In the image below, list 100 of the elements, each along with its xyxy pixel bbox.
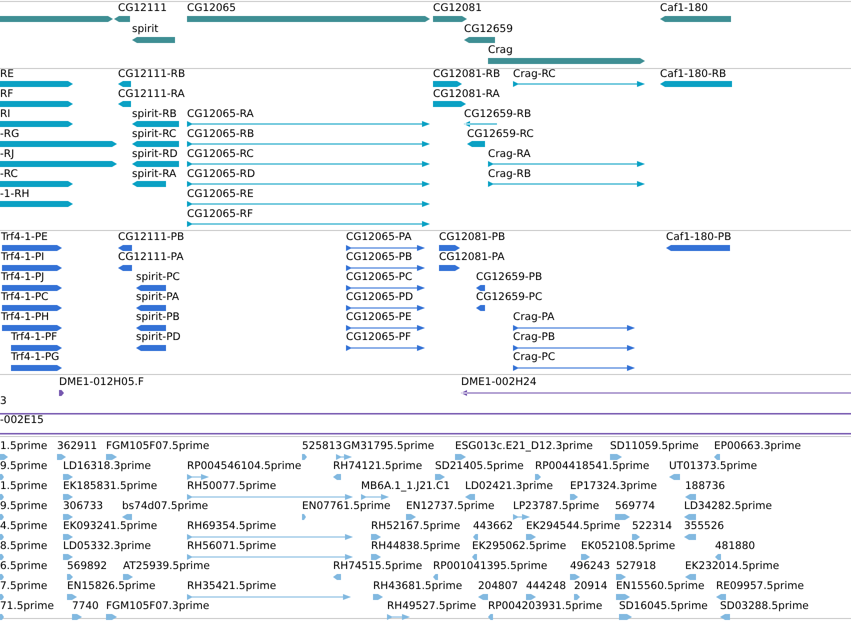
feature-label: SD16045.5prime (619, 600, 708, 613)
feature-label: CG12111 (118, 2, 167, 15)
feature-label: 1.5prime (0, 440, 48, 453)
feature-label: GM31795.5prime (343, 440, 434, 453)
feature-label: 6.5prime (0, 560, 48, 573)
feature-label: EN12737.5prime (406, 500, 494, 513)
feature-label: 569774 (615, 500, 656, 513)
feature-label: CG12065 (187, 2, 236, 15)
feature-label: 443662 (473, 520, 514, 533)
feature-label: spirit-PD (136, 331, 181, 344)
feature-label: 9.5prime (0, 500, 48, 513)
feature-label: LP23787.5prime (513, 500, 600, 513)
feature-label: CG12065-PF (346, 331, 412, 344)
feature-label: RH43681.5prime (373, 580, 462, 593)
feature-label: RE (0, 68, 14, 81)
feature-label: RH49527.5prime (387, 600, 476, 613)
feature-label: CG12065-PE (346, 311, 412, 324)
feature-label: RH56071.5prime (187, 540, 276, 553)
feature-label: CG12659-PB (476, 271, 542, 284)
feature-label: spirit-RC (132, 128, 176, 141)
feature-label: EN15560.5prime (616, 580, 704, 593)
feature-label: FGM105F07.5prime (106, 440, 210, 453)
feature-label: 527918 (616, 560, 656, 573)
feature-label: 7740 (72, 600, 99, 613)
feature-label: CG12081-RB (433, 68, 500, 81)
feature-label: UT01373.5prime (669, 460, 758, 473)
feature-label: CG12065-PD (346, 291, 414, 304)
feature-label: Crag-PB (513, 331, 556, 344)
feature-label: -1-RH (0, 188, 30, 201)
feature-label: Crag-RC (513, 68, 556, 81)
feature-label: spirit (132, 23, 158, 36)
feature-label: RH50077.5prime (187, 480, 276, 493)
feature-label: 20914 (574, 580, 608, 593)
feature-label: 525813 (302, 440, 342, 453)
feature-label: spirit-PA (136, 291, 180, 304)
feature-label: CG12065-RF (187, 208, 253, 221)
feature-label: spirit-RB (132, 108, 177, 121)
feature-label: Caf1-180-PB (666, 231, 732, 244)
feature-label: CG12081 (433, 2, 482, 15)
feature-label: MB6A.1_1.J21.C1 (361, 480, 450, 493)
feature-label: 188736 (685, 480, 726, 493)
feature-label: spirit-PB (136, 311, 180, 324)
feature-label: CG12065-RA (187, 108, 254, 121)
feature-label: CG12659 (464, 23, 513, 36)
feature-label: CG12111-RB (118, 68, 186, 81)
feature-label: CG12111-PB (118, 231, 184, 244)
feature-label: LD34282.5prime (684, 500, 772, 513)
feature-label: Trf4-1-PC (1, 291, 48, 304)
feature-label: EN15826.5prime (67, 580, 156, 593)
feature-label: RH44838.5prime (371, 540, 460, 553)
feature-label: Crag-RA (488, 148, 531, 161)
feature-label: SD03288.5prime (720, 600, 809, 613)
feature-label: CG12065-RD (187, 168, 256, 181)
feature-label: 362911 (57, 440, 98, 453)
feature-label: 522314 (632, 520, 672, 533)
feature-label: spirit-RA (132, 168, 176, 181)
feature-label: 569892 (67, 560, 108, 573)
feature-label: CG12081-PA (439, 251, 505, 264)
feature-label: RP001041395.5prime (433, 560, 548, 573)
feature-label: CG12065-RE (187, 188, 254, 201)
feature-label: RE09957.5prime (716, 580, 804, 593)
feature-label: 3 (0, 395, 7, 408)
feature-label: LD02421.3prime (465, 480, 553, 493)
feature-label: RP004546104.5prime (187, 460, 302, 473)
feature-label: 71.5prime (0, 600, 54, 613)
feature-label: Crag-RB (488, 168, 532, 181)
feature-label: 7.5prime (0, 580, 48, 593)
feature-label: EK232014.5prime (685, 560, 780, 573)
feature-label: Crag-PC (513, 351, 556, 364)
feature-label: Trf4-1-PH (1, 311, 50, 324)
feature-label: EP00663.3prime (714, 440, 801, 453)
feature-label: Trf4-1-PJ (1, 271, 44, 284)
feature-label: RP004418541.5prime (535, 460, 650, 473)
feature-label: DME1-002H24 (461, 376, 537, 389)
feature-label: 1.5prime (0, 480, 48, 493)
feature-label: RH74515.5prime (333, 560, 422, 573)
feature-label: AT25939.5prime (123, 560, 210, 573)
feature-label: DME1-012H05.F (59, 376, 144, 389)
feature-label: -RC (0, 168, 18, 181)
feature-label: CG12081-PB (439, 231, 506, 244)
feature-label: ESG013c.E21_D12.3prime (455, 440, 593, 453)
feature-label: 204807 (478, 580, 518, 593)
feature-label: RH69354.5prime (187, 520, 276, 533)
feature-label: CG12659-RB (464, 108, 532, 121)
feature-label: EK052108.5prime (581, 540, 676, 553)
feature-label: RH74121.5prime (333, 460, 422, 473)
feature-label: 306733 (63, 500, 104, 513)
feature-label: CG12111-RA (118, 88, 185, 101)
feature-label: spirit-RD (132, 148, 178, 161)
feature-label: Trf4-1-PE (1, 231, 48, 244)
feature-label: CG12065-RC (187, 148, 254, 161)
feature-label: -RG (0, 128, 20, 141)
feature-label: -RJ (0, 148, 14, 161)
feature-label: RH35421.5prime (187, 580, 276, 593)
feature-label: CG12065-PB (346, 251, 412, 264)
feature-label: CG12065-PC (346, 271, 412, 284)
feature-label: CG12081-RA (433, 88, 500, 101)
feature-label: bs74d07.5prime (122, 500, 208, 513)
feature-label: 8.5prime (0, 540, 48, 553)
feature-label: RF (0, 88, 14, 101)
